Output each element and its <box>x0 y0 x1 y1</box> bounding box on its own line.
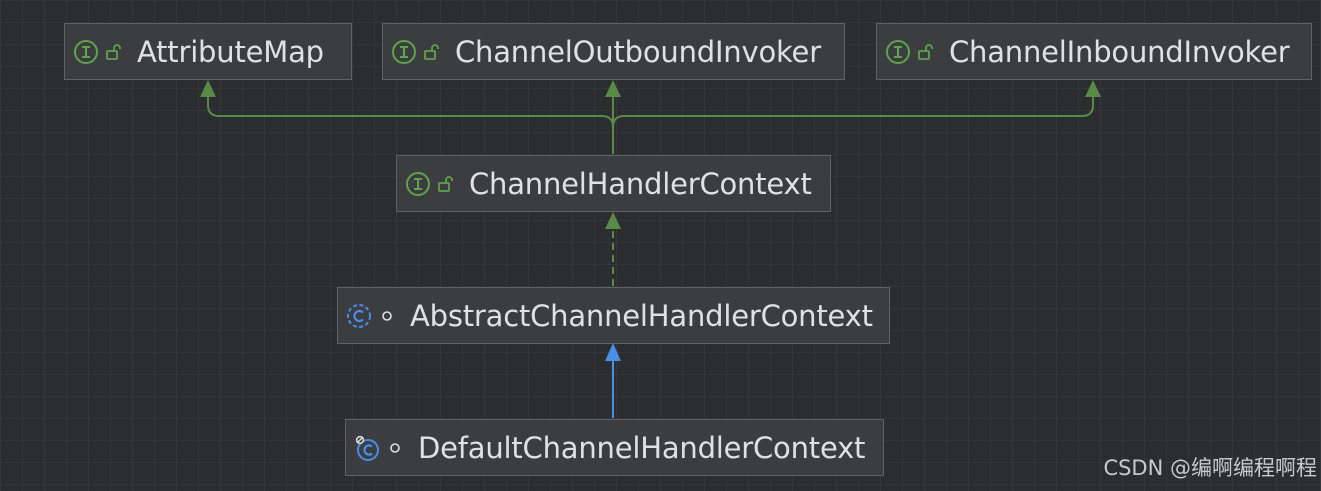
public-lock-open-icon <box>918 43 933 60</box>
arrowhead-context <box>605 212 621 229</box>
public-lock-open-icon <box>106 43 121 60</box>
node-channel-inbound-invoker[interactable]: ChannelInboundInvoker <box>876 23 1312 80</box>
node-default-channel-handler-context[interactable]: DefaultChannelHandlerContext <box>345 419 884 476</box>
arrowhead-abstract <box>605 343 621 361</box>
public-lock-open-icon <box>424 43 439 60</box>
final-class-icon <box>355 435 379 461</box>
package-private-icon <box>390 442 400 453</box>
arrowhead-attributemap <box>200 80 216 97</box>
arrowhead-inbound-invoker <box>1085 80 1101 97</box>
interface-icon <box>74 39 98 64</box>
node-name: AbstractChannelHandlerContext <box>410 298 873 333</box>
watermark: CSDN @编啊编程啊程 <box>1103 456 1317 480</box>
node-channel-handler-context[interactable]: ChannelHandlerContext <box>396 155 831 212</box>
edge-context-to-attributemap <box>207 96 614 154</box>
edge-context-to-inbound-invoker <box>612 96 1094 154</box>
node-abstract-channel-handler-context[interactable]: AbstractChannelHandlerContext <box>337 287 890 344</box>
node-name: AttributeMap <box>137 34 324 69</box>
interface-icon <box>392 39 416 64</box>
public-lock-open-icon <box>438 175 453 192</box>
node-name: ChannelHandlerContext <box>469 166 812 201</box>
node-attribute-map[interactable]: AttributeMap <box>64 23 352 80</box>
node-name: ChannelInboundInvoker <box>949 34 1290 69</box>
arrowhead-outbound-invoker <box>605 80 621 97</box>
package-private-icon <box>382 310 392 321</box>
interface-icon <box>886 39 910 64</box>
abstract-class-icon <box>347 303 371 328</box>
node-name: DefaultChannelHandlerContext <box>418 430 866 465</box>
node-channel-outbound-invoker[interactable]: ChannelOutboundInvoker <box>382 23 845 80</box>
node-name: ChannelOutboundInvoker <box>455 34 821 69</box>
interface-icon <box>406 171 430 196</box>
